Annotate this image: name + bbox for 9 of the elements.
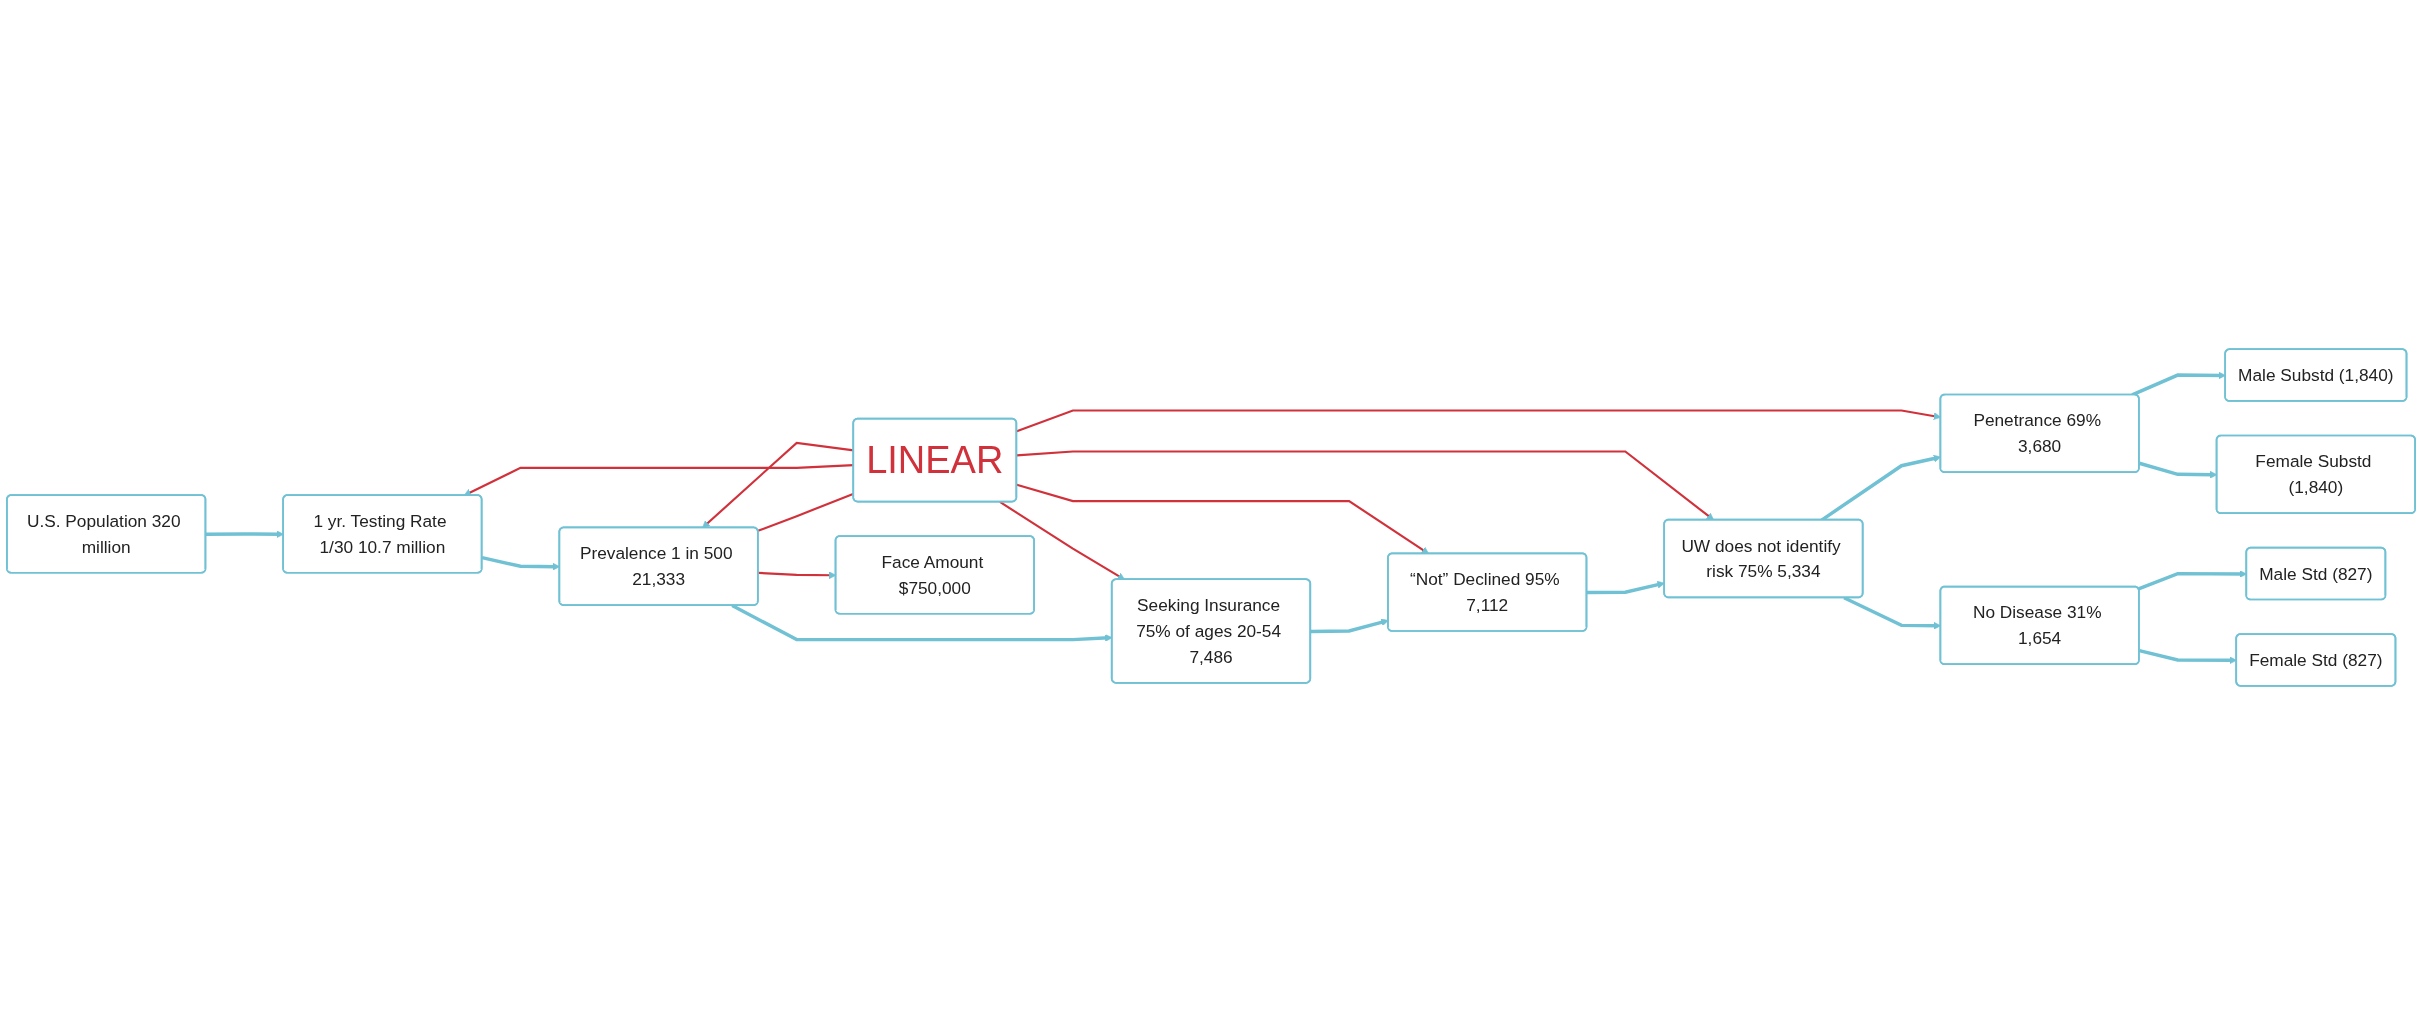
arrow	[999, 501, 1125, 580]
arrow	[1016, 483, 1430, 555]
arrow	[205, 530, 284, 539]
arrow	[1586, 580, 1665, 595]
arrow	[463, 464, 854, 496]
arrow	[2138, 648, 2237, 665]
arrow	[702, 441, 854, 529]
arrow	[1016, 450, 1715, 521]
arrow	[2131, 371, 2226, 397]
